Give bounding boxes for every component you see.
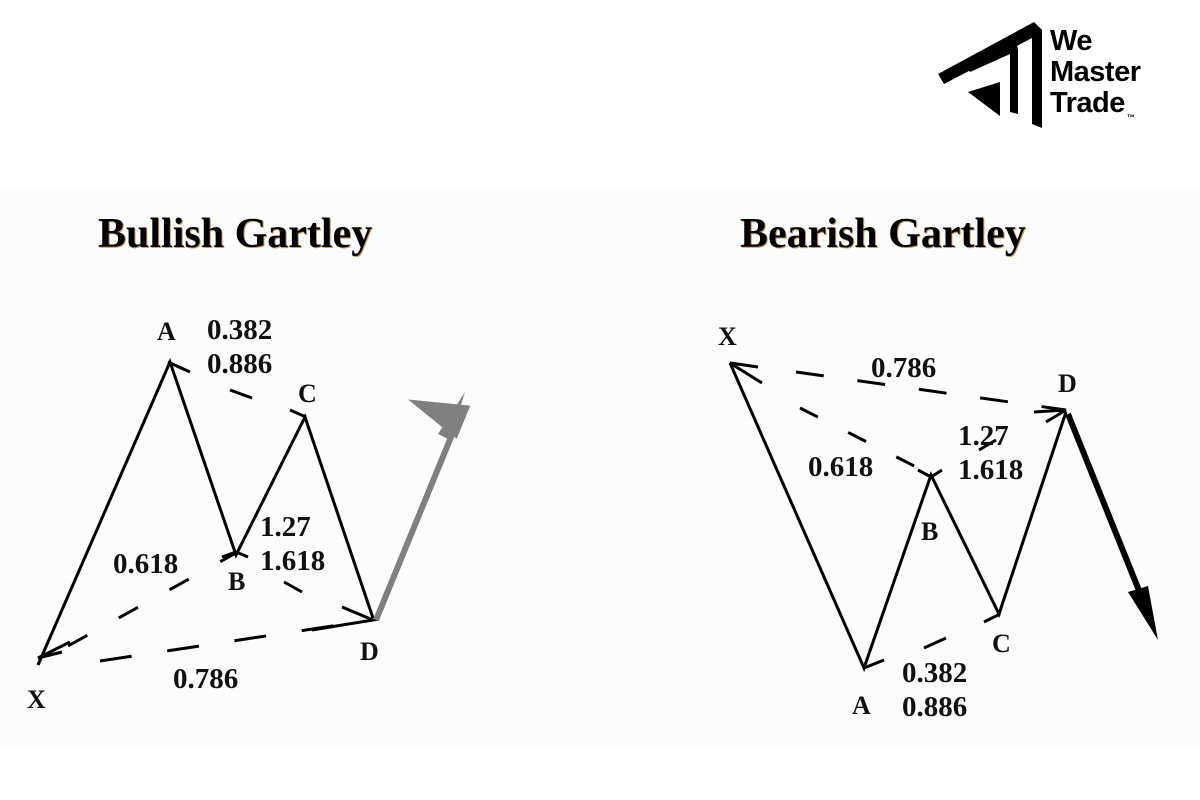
bullish-ratio-bc-0382: 0.382 [207, 314, 272, 346]
bearish-label-x: X [718, 322, 737, 351]
bearish-d-marker [1033, 408, 1067, 424]
bullish-projection-arrow-icon [373, 399, 471, 622]
bullish-ratio-ad-0786: 0.786 [173, 663, 238, 695]
bearish-ratio-cd-1618: 1.618 [958, 454, 1023, 486]
logo-text-trade: Trade [1050, 87, 1125, 119]
logo-line-master: Master [1050, 56, 1141, 88]
bearish-ratio-ab-0618: 0.618 [808, 451, 873, 483]
bearish-bd-dashed-line [978, 438, 997, 452]
gartley-patterns-panel: Bullish Gartley Bearish Gartley [0, 188, 1200, 746]
bullish-ratio-cd-1618: 1.618 [260, 545, 325, 577]
bullish-ratio-cd-127: 1.27 [260, 511, 311, 543]
bearish-xd-dashed-line [795, 370, 1067, 412]
bearish-label-b: B [921, 517, 938, 546]
bearish-ratio-ad-0786: 0.786 [871, 352, 936, 384]
bearish-a-marker [863, 658, 885, 670]
bearish-ratio-bc-0886: 0.886 [902, 691, 967, 723]
bearish-xb-dashed-line [799, 406, 931, 476]
bullish-a-marker [167, 360, 191, 374]
bearish-label-a: A [852, 691, 871, 720]
bullish-bd-dashed-line [283, 580, 303, 594]
trademark-symbol: ™ [1126, 113, 1135, 122]
bullish-arrowhead-icon [438, 392, 465, 440]
bullish-price-path [36, 357, 375, 666]
bearish-price-path [728, 362, 1068, 673]
bearish-gartley-title: Bearish Gartley [740, 211, 1026, 257]
bearish-ratio-bc-0382: 0.382 [902, 657, 967, 689]
bullish-gartley-diagram: A B C D X 0.382 0.886 0.618 1.27 1.618 0… [27, 314, 471, 714]
bearish-b-marker [917, 468, 943, 479]
bearish-label-d: D [1058, 369, 1077, 398]
bearish-c-marker [983, 612, 1001, 624]
bearish-x-marker [729, 361, 763, 385]
bullish-ratio-ab-0618: 0.618 [113, 548, 178, 580]
logo-line-we: We [1050, 25, 1092, 57]
bullish-c-marker [289, 408, 307, 419]
bullish-label-a: A [157, 317, 176, 346]
bullish-label-d: D [360, 637, 379, 666]
bullish-label-b: B [228, 567, 245, 596]
bullish-b-marker [221, 550, 249, 559]
bearish-projection-arrow-icon [1065, 412, 1145, 600]
bullish-gartley-title: Bullish Gartley [98, 211, 373, 257]
bearish-ac-dashed-line [923, 636, 947, 650]
bearish-arrowhead-icon [1128, 586, 1158, 640]
logo-arrow-mark-icon [938, 22, 1042, 128]
bullish-x-marker [37, 640, 71, 660]
bearish-ratio-cd-127: 1.27 [958, 420, 1009, 452]
bullish-ratio-bc-0886: 0.886 [207, 348, 272, 380]
bullish-label-x: X [27, 685, 46, 714]
bullish-ac-dashed-line [229, 388, 253, 400]
bearish-label-c: C [992, 629, 1011, 658]
bearish-gartley-diagram: X D B C A 0.786 0.618 1.27 1.618 0.382 0… [718, 322, 1158, 723]
bullish-xd-dashed-line [99, 618, 373, 663]
bullish-label-c: C [298, 379, 317, 408]
